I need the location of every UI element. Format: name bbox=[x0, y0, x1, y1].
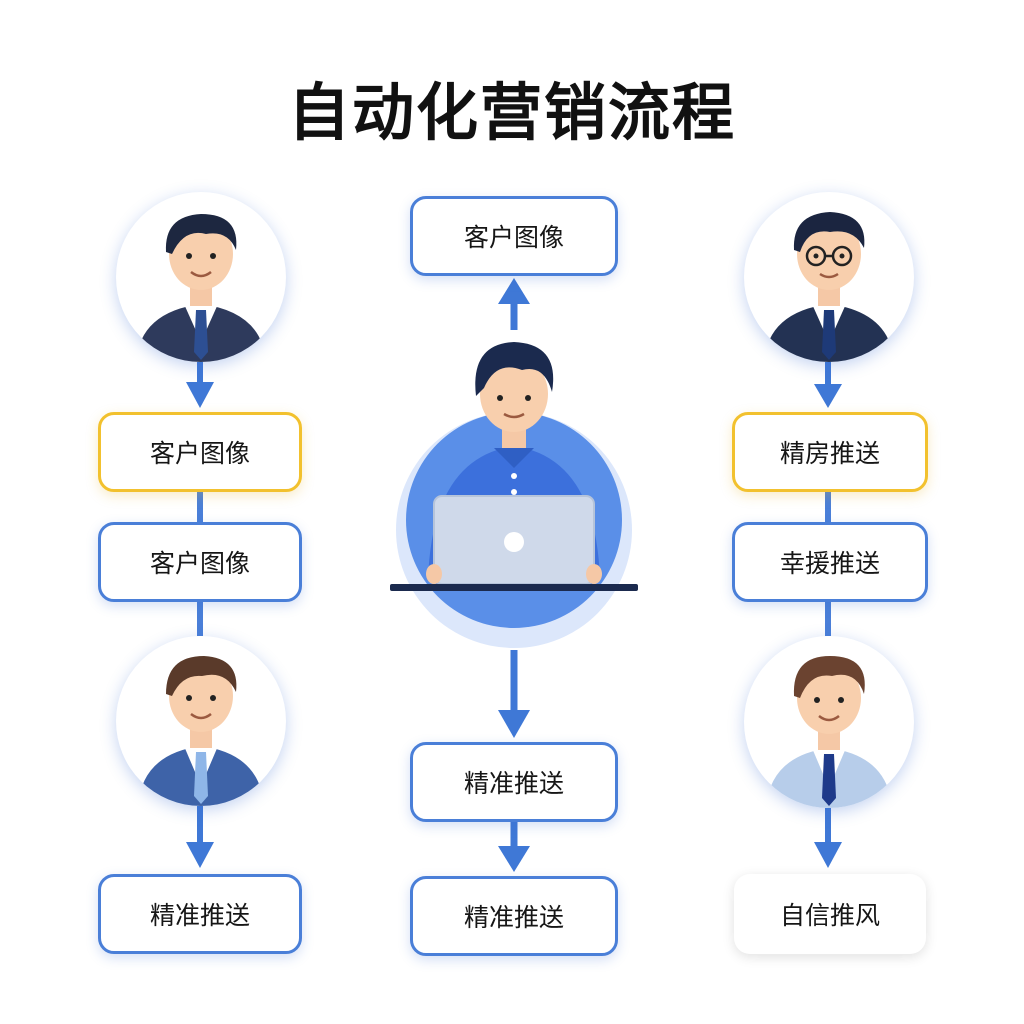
left-arrow-1 bbox=[186, 362, 214, 408]
right-box-push-3[interactable]: 自信推风 bbox=[734, 874, 926, 954]
person-with-laptop-figure bbox=[388, 330, 640, 650]
left-bottom-avatar bbox=[116, 636, 286, 806]
left-arrow-2 bbox=[186, 806, 214, 868]
diagram-title: 自动化营销流程 bbox=[287, 76, 736, 149]
left-top-avatar bbox=[116, 192, 286, 362]
center-arrow-up bbox=[498, 278, 530, 330]
right-arrow-1 bbox=[814, 362, 842, 408]
center-arrow-down-1 bbox=[498, 650, 530, 738]
businessman-icon bbox=[136, 214, 266, 362]
left-box-customer-image-2[interactable]: 客户图像 bbox=[98, 522, 302, 602]
right-box-push-1[interactable]: 精房推送 bbox=[732, 412, 928, 492]
center-box-precise-push-2[interactable]: 精准推送 bbox=[410, 876, 618, 956]
center-box-precise-push-1[interactable]: 精准推送 bbox=[410, 742, 618, 822]
businessman-icon bbox=[138, 656, 264, 806]
left-box-customer-image-1[interactable]: 客户图像 bbox=[98, 412, 302, 492]
right-top-avatar bbox=[744, 192, 914, 362]
left-box-precise-push[interactable]: 精准推送 bbox=[98, 874, 302, 954]
right-box-push-2[interactable]: 幸援推送 bbox=[732, 522, 928, 602]
center-arrow-down-2 bbox=[498, 820, 530, 872]
center-box-customer-image[interactable]: 客户图像 bbox=[410, 196, 618, 276]
businessman-with-glasses-icon bbox=[764, 212, 894, 362]
right-bottom-avatar bbox=[744, 636, 914, 808]
person-with-laptop-icon bbox=[390, 342, 638, 648]
businessman-icon bbox=[766, 656, 892, 808]
right-arrow-2 bbox=[814, 808, 842, 868]
